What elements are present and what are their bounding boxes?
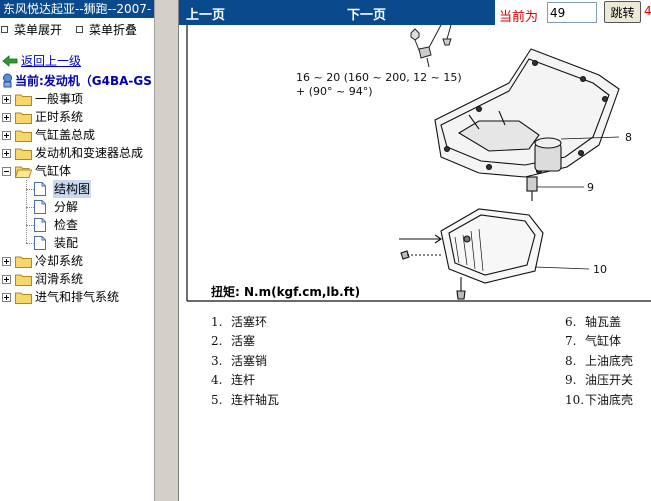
- tree-connector: [26, 189, 34, 190]
- legend-number: 2.: [211, 334, 223, 348]
- square-icon: [1, 26, 8, 33]
- document-icon: [34, 218, 46, 232]
- folder-icon: [15, 274, 32, 286]
- legend-number: 5.: [211, 393, 223, 407]
- expand-icon[interactable]: [2, 131, 11, 140]
- tree-connector: [26, 225, 34, 226]
- legend-label: 气缸体: [585, 334, 622, 348]
- legend-item: 8. 上油底壳: [565, 352, 633, 370]
- menu-expand-button[interactable]: 菜单展开: [1, 22, 62, 38]
- document-icon: [34, 182, 46, 196]
- page-total-text: 4: [644, 4, 651, 18]
- document-icon: [34, 236, 46, 250]
- current-location: 当前:发动机（G4BA-GS: [1, 72, 152, 90]
- legend-label: 活塞环: [231, 315, 268, 329]
- left-tree-pane: 东风悦达起亚--狮跑--2007- 菜单展开 菜单折叠 返回上一级 当前:发动机…: [0, 0, 154, 501]
- tree-item-label: 正时系统: [35, 110, 84, 124]
- legend-label: 活塞: [231, 334, 256, 348]
- tree-item-label: 发动机和变速器总成: [35, 146, 144, 160]
- page-number-input[interactable]: [547, 2, 597, 23]
- expand-icon[interactable]: [2, 275, 11, 284]
- legend-number: 8.: [565, 354, 577, 368]
- legend-item: 10.下油底壳: [565, 391, 633, 409]
- legend-number: 9.: [565, 373, 577, 387]
- legend-number: 7.: [565, 334, 577, 348]
- legend-item: 5. 连杆轴瓦: [211, 391, 279, 409]
- tree-item-label: 冷却系统: [35, 254, 84, 268]
- prev-page-link[interactable]: 上一页: [186, 8, 226, 23]
- menu-collapse-label: 菜单折叠: [89, 23, 138, 37]
- expand-icon[interactable]: [2, 113, 11, 122]
- folder-icon: [15, 256, 32, 268]
- next-page-link[interactable]: 下一页: [347, 8, 387, 23]
- tree-connector: [26, 180, 27, 243]
- pane-splitter[interactable]: [154, 0, 179, 501]
- oil-pan-diagram: 8 9 10: [186, 25, 651, 302]
- legend-label: 活塞销: [231, 354, 268, 368]
- tree-connector: [26, 243, 34, 244]
- expand-icon[interactable]: [2, 95, 11, 104]
- tree-item-label: 分解: [54, 200, 79, 214]
- folder-icon: [15, 112, 32, 124]
- torque-unit-label: 扭矩: N.m(kgf.cm,lb.ft): [211, 285, 361, 299]
- legend-label: 下油底壳: [585, 393, 634, 407]
- window-title: 东风悦达起亚--狮跑--2007-: [0, 0, 154, 18]
- tree-item-label: 润滑系统: [35, 272, 84, 286]
- legend-label: 轴瓦盖: [585, 315, 622, 329]
- expand-icon[interactable]: [2, 293, 11, 302]
- folder-icon: [15, 292, 32, 304]
- jump-button[interactable]: 跳转: [604, 1, 641, 23]
- legend-item: 9. 油压开关: [565, 371, 633, 389]
- current-location-label: 当前:发动机（G4BA-GS: [15, 74, 152, 88]
- torque-spec: 16 ~ 20 (160 ~ 200, 12 ~ 15): [296, 71, 462, 84]
- legend-number: 4.: [211, 373, 223, 387]
- tree-item-label: 装配: [54, 236, 79, 250]
- legend-item: 1. 活塞环: [211, 313, 267, 331]
- square-icon: [76, 26, 83, 33]
- legend-item: 3. 活塞销: [211, 352, 267, 370]
- legend-item: 4. 连杆: [211, 371, 255, 389]
- tree-connector: [26, 207, 34, 208]
- back-link[interactable]: 返回上一级: [2, 53, 81, 69]
- callout-9: 9: [587, 181, 594, 194]
- legend-label: 油压开关: [585, 373, 634, 387]
- tree-item-label: 检查: [54, 218, 79, 232]
- tree-item-label: 气缸盖总成: [35, 128, 96, 142]
- page-content: 8 9 10 16 ~ 20 (160 ~ 200, 12 ~ 15) + (9…: [179, 25, 651, 501]
- legend-label: 连杆: [231, 373, 256, 387]
- legend-label: 上油底壳: [585, 354, 634, 368]
- folder-icon: [15, 94, 32, 106]
- back-link-label: 返回上一级: [21, 54, 82, 68]
- tree-item-label: 气缸体: [35, 164, 72, 178]
- tree-item-label: 进气和排气系统: [35, 290, 120, 304]
- legend-item: 6. 轴瓦盖: [565, 313, 621, 331]
- menu-collapse-button[interactable]: 菜单折叠: [76, 22, 137, 38]
- page-jump-area: 当前为 跳转 4: [495, 0, 651, 25]
- legend-number: 1.: [211, 315, 223, 329]
- folder-icon: [15, 148, 32, 160]
- legend-item: 2. 活塞: [211, 332, 255, 350]
- legend-label: 连杆轴瓦: [231, 393, 280, 407]
- legend-item: 7. 气缸体: [565, 332, 621, 350]
- expand-icon[interactable]: [2, 257, 11, 266]
- callout-8: 8: [625, 131, 632, 144]
- menu-expand-label: 菜单展开: [14, 23, 63, 37]
- current-page-label: 当前为: [499, 10, 539, 25]
- location-icon: [3, 73, 12, 88]
- document-icon: [34, 200, 46, 214]
- folder-icon: [15, 130, 32, 142]
- tree-item-label: 一般事项: [35, 92, 84, 106]
- page-nav-bar: 上一页 下一页 当前为 跳转 4: [179, 0, 651, 25]
- legend-number: 3.: [211, 354, 223, 368]
- tree-item-label: 结构图: [53, 180, 92, 198]
- folder-open-icon: [15, 166, 32, 178]
- collapse-icon[interactable]: [2, 167, 11, 176]
- expand-icon[interactable]: [2, 149, 11, 158]
- torque-angle: + (90° ~ 94°): [296, 85, 373, 98]
- back-arrow-icon: [2, 55, 18, 67]
- legend-number: 6.: [565, 315, 577, 329]
- callout-10: 10: [593, 263, 607, 276]
- legend-number: 10.: [565, 393, 585, 407]
